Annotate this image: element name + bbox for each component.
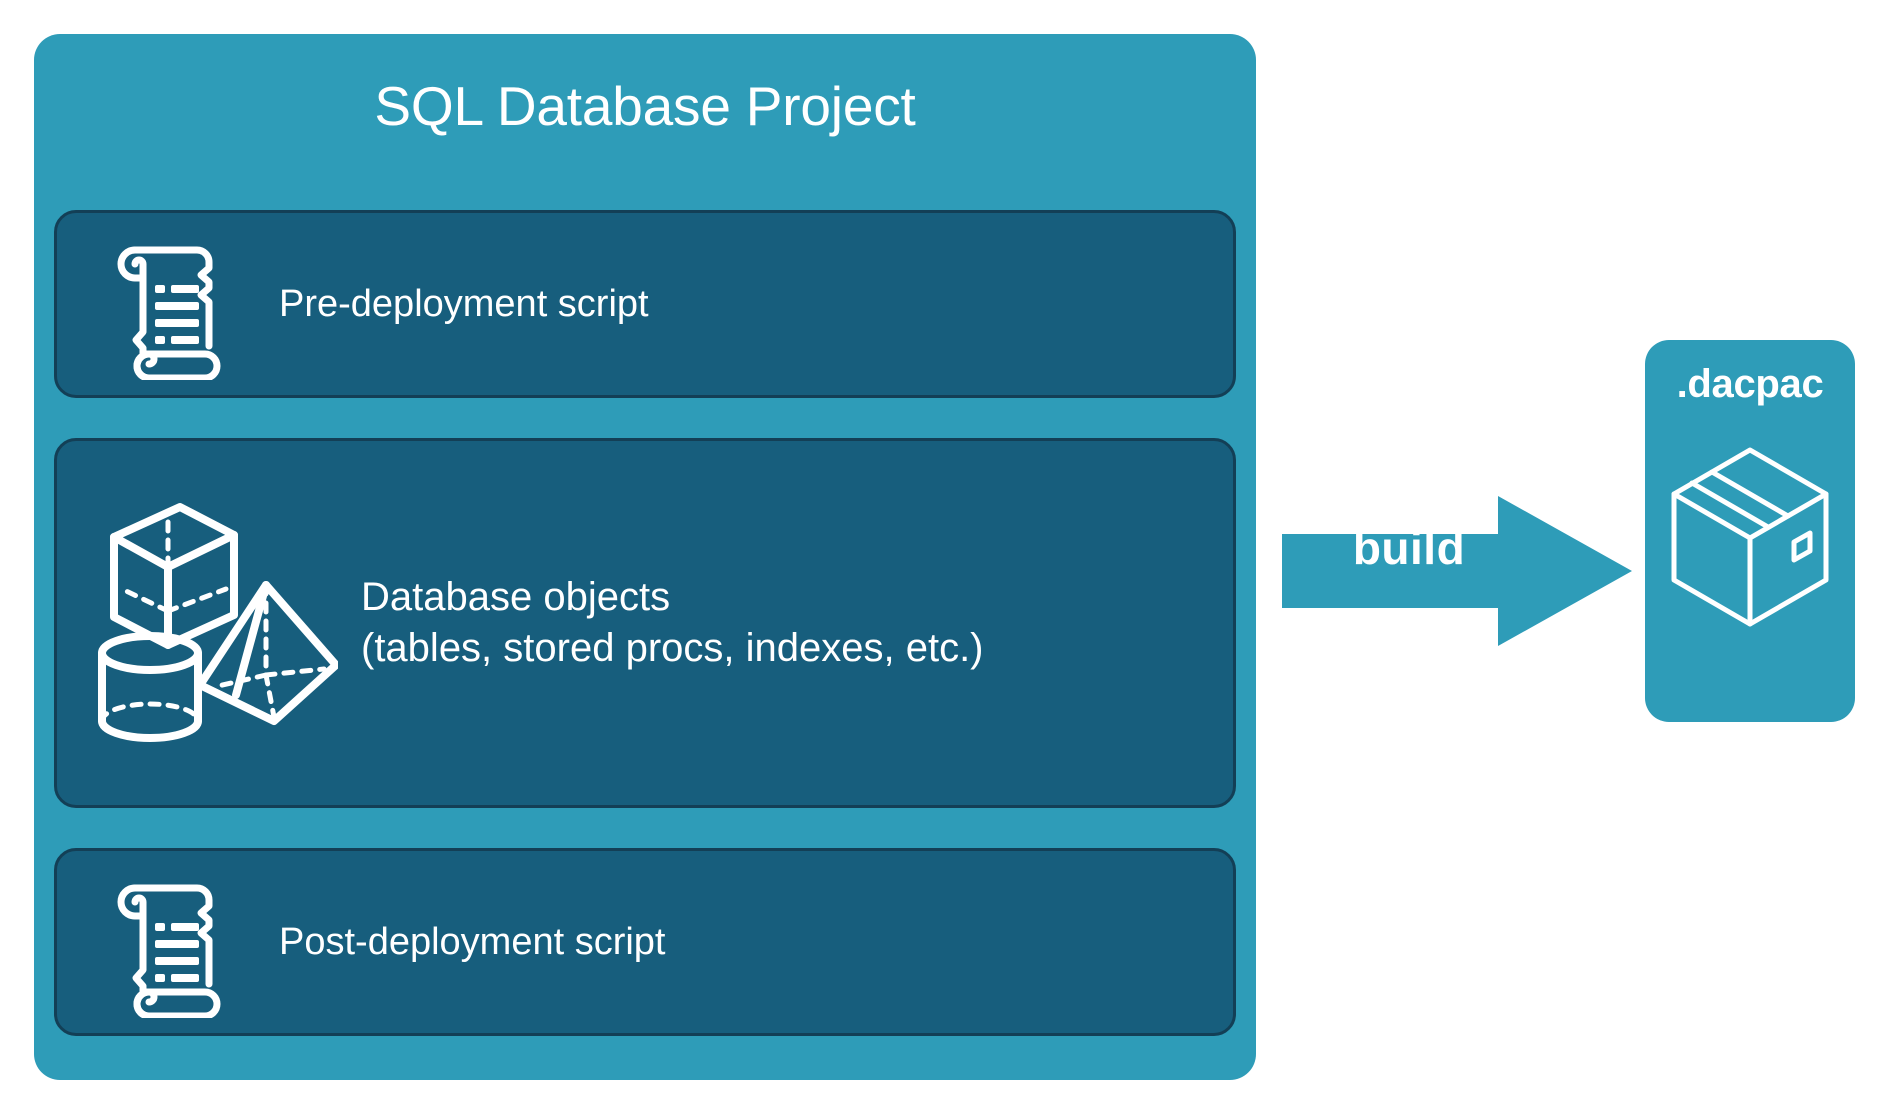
- cylinder-wireframe-icon: [98, 632, 202, 742]
- build-arrow-label: build: [1352, 522, 1466, 574]
- dacpac-output-card[interactable]: .dacpac: [1645, 340, 1855, 722]
- panel-label-pre-deployment: Pre-deployment script: [279, 280, 649, 329]
- panel-database-objects[interactable]: Database objects (tables, stored procs, …: [54, 438, 1236, 808]
- cube-wireframe-icon: [110, 503, 238, 649]
- panel-pre-deployment[interactable]: Pre-deployment script: [54, 210, 1236, 398]
- panel-label-line2: (tables, stored procs, indexes, etc.): [361, 626, 984, 670]
- sql-database-project-container: SQL Database Project: [34, 34, 1256, 1080]
- panel-label-line1: Database objects: [361, 574, 671, 619]
- panel-post-deployment[interactable]: Post-deployment script: [54, 848, 1236, 1036]
- project-title: SQL Database Project: [374, 75, 916, 137]
- shapes-icon: [79, 489, 347, 757]
- panel-label-line1: Pre-deployment script: [279, 282, 649, 325]
- panel-label-database-objects: Database objects (tables, stored procs, …: [361, 572, 984, 674]
- package-box-icon: [1668, 444, 1832, 630]
- panel-label-post-deployment: Post-deployment script: [279, 918, 666, 967]
- dacpac-title: .dacpac: [1676, 362, 1824, 406]
- scroll-icon: [75, 228, 265, 380]
- arrow-right-icon: [1282, 492, 1632, 650]
- panel-label-line1: Post-deployment script: [279, 920, 666, 963]
- scroll-icon: [75, 866, 265, 1018]
- pyramid-wireframe-icon: [196, 581, 338, 725]
